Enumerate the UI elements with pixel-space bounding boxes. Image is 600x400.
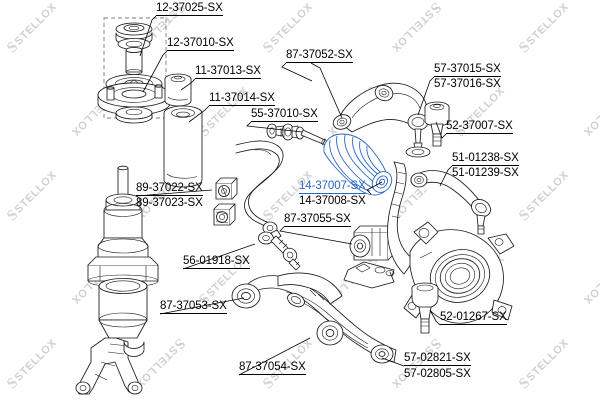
part-label-12-37010-sx: 12-37010-SX (167, 37, 234, 51)
part-lower-control-arm (231, 272, 397, 364)
part-bump-stop (164, 73, 192, 107)
part-stabilizer-bushings (213, 177, 238, 226)
part-inner-tie-rod (266, 123, 327, 146)
part-dust-sleeve (163, 105, 203, 188)
part-label-51-01239-sx: 51-01239-SX (452, 167, 519, 179)
part-stabilizer-link (258, 229, 301, 271)
part-label-11-37014-sx: 11-37014-SX (209, 92, 275, 106)
part-steering-rack-boot-highlighted (323, 133, 393, 196)
part-label-55-37010-sx: 55-37010-SX (251, 108, 318, 122)
part-label-89-37023-sx: 89-37023-SX (136, 197, 203, 209)
part-outer-tie-rod-end (410, 170, 491, 235)
part-upper-ball-joint (424, 101, 450, 147)
part-label-52-37007-sx: 52-37007-SX (446, 120, 513, 134)
part-label-52-01267-sx: 52-01267-SX (440, 311, 507, 325)
part-shock-absorber-strut (75, 165, 159, 395)
part-label-57-02805-sx: 57-02805-SX (404, 368, 471, 380)
part-label-11-37013-sx: 11-37013-SX (195, 65, 261, 79)
part-label-51-01238-sx: 51-01238-SX (452, 152, 519, 166)
part-lower-ball-joint (411, 282, 439, 334)
leader-lines (135, 15, 453, 376)
part-label-87-37053-sx: 87-37053-SX (160, 300, 227, 314)
part-label-56-01918-sx: 56-01918-SX (183, 255, 250, 269)
part-label-87-37052-sx: 87-37052-SX (286, 49, 353, 63)
part-label-14-37007-sx[interactable]: 14-37007-SX (299, 180, 366, 194)
part-label-57-02821-sx: 57-02821-SX (404, 352, 471, 366)
part-label-89-37022-sx: 89-37022-SX (136, 182, 203, 196)
part-mounting-bracket (343, 261, 395, 289)
part-upper-control-arm (332, 82, 431, 158)
part-label-87-37054-sx: 87-37054-SX (239, 361, 306, 375)
part-strut-mount-assembly (97, 17, 171, 124)
part-label-14-37008-sx: 14-37008-SX (299, 195, 366, 207)
part-label-57-37015-sx: 57-37015-SX (434, 63, 501, 77)
part-stabilizer-bar (235, 140, 284, 235)
part-label-12-37025-sx: 12-37025-SX (156, 2, 223, 16)
part-label-87-37055-sx: 87-37055-SX (284, 213, 351, 227)
part-label-57-37016-sx: 57-37016-SX (434, 78, 501, 90)
